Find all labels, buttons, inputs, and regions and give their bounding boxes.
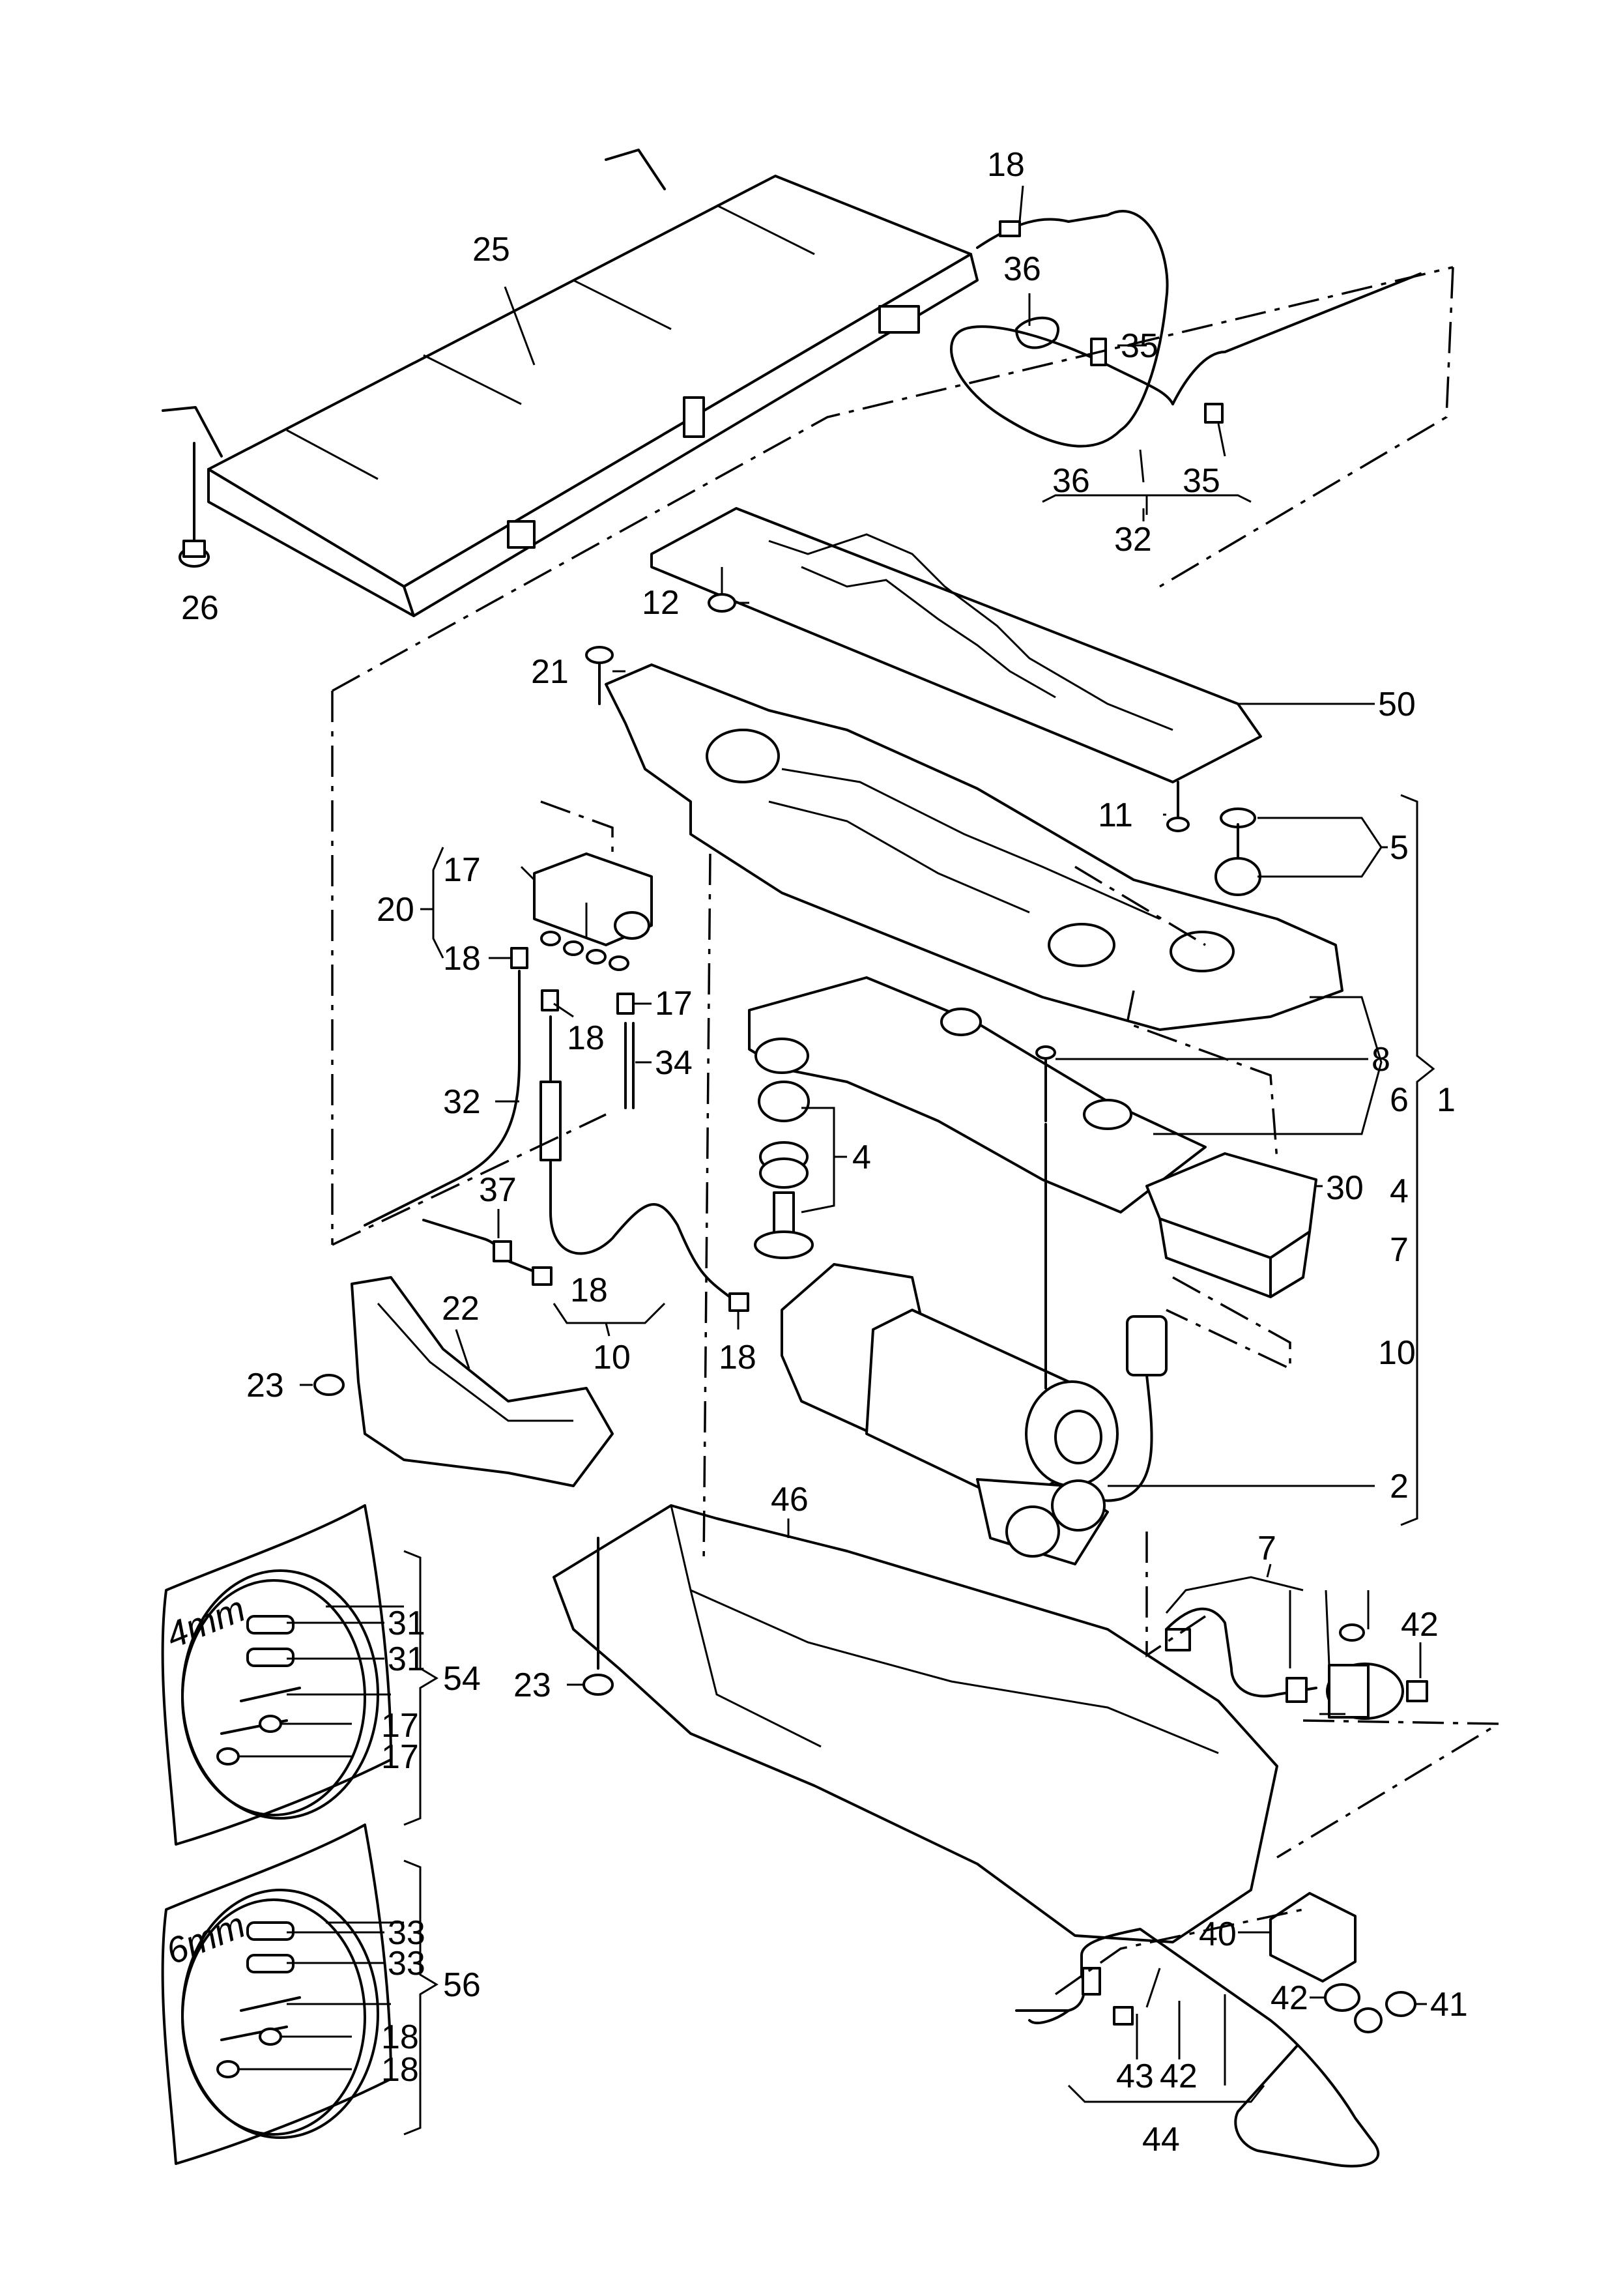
callout-18-kit-a: 18 <box>381 2018 419 2056</box>
part-6-mounting-frame <box>605 663 1343 1031</box>
callout-36-top: 36 <box>1003 250 1041 288</box>
part-56-repair-kit-6mm <box>161 1824 392 2165</box>
callout-7-right: 7 <box>1390 1231 1409 1269</box>
part-42-41-fittings <box>1324 1983 1416 2033</box>
callout-54: 54 <box>443 1660 481 1698</box>
leader-lines <box>238 185 1435 2136</box>
callout-46: 46 <box>771 1481 809 1519</box>
callout-18-comp: 18 <box>719 1339 756 1376</box>
callout-37: 37 <box>479 1171 517 1209</box>
callout-25: 25 <box>472 231 510 269</box>
line-assembly-32-top <box>950 210 1422 448</box>
callout-40: 40 <box>1199 1915 1237 1953</box>
callout-34: 34 <box>655 1044 693 1082</box>
part-22-heat-shield <box>351 1276 614 1487</box>
line-10-compressor <box>549 1015 731 1298</box>
callout-18-top: 18 <box>987 146 1025 184</box>
callout-33-b: 33 <box>388 1945 425 1983</box>
part-23-nut-top <box>313 1374 345 1396</box>
callout-41: 41 <box>1430 1986 1468 2024</box>
part-30-control-unit <box>1145 1152 1317 1298</box>
line-10-sleeve <box>539 1081 562 1161</box>
part-11-bolt <box>1166 781 1190 832</box>
callout-18-mid: 18 <box>567 1019 605 1057</box>
callout-31-b: 31 <box>388 1640 425 1678</box>
callout-18-kit-b: 18 <box>381 2051 419 2089</box>
callout-22: 22 <box>442 1290 480 1328</box>
callout-42-bracket: 42 <box>1160 2057 1198 2095</box>
part-2-compressor <box>781 1123 1119 1565</box>
callout-8: 8 <box>1372 1041 1390 1079</box>
callout-18-valve: 18 <box>443 940 481 978</box>
callout-10-left: 10 <box>593 1339 631 1376</box>
callout-21: 21 <box>531 653 569 691</box>
part-50-cover-plate <box>650 507 1262 783</box>
part-44-intake-line <box>1015 1928 1380 2168</box>
callout-5: 5 <box>1390 829 1409 867</box>
part-46-underbody-shield <box>553 1504 1278 1943</box>
part-37-sensor <box>422 1219 553 1286</box>
callout-32-top: 32 <box>1114 521 1152 559</box>
callout-35-top: 35 <box>1121 327 1158 365</box>
line-32-left <box>364 970 521 1227</box>
callout-17-valve: 17 <box>443 851 481 889</box>
callout-56: 56 <box>443 1966 481 2004</box>
part-7-hose-and-filter <box>1165 1607 1428 1720</box>
assembly-boundary-lines <box>331 266 1503 1996</box>
callout-30: 30 <box>1326 1169 1364 1207</box>
part-8-lower-bracket <box>748 976 1207 1213</box>
callout-12: 12 <box>642 584 680 622</box>
callout-11: 11 <box>1098 796 1133 834</box>
callout-1: 1 <box>1437 1081 1456 1119</box>
part-20-valve-block <box>533 852 653 971</box>
callout-35-bottom: 35 <box>1183 462 1220 500</box>
part-40-filter-housing <box>1269 1892 1357 1983</box>
part-54-repair-kit-4mm <box>161 1504 392 1846</box>
callout-2: 2 <box>1390 1468 1409 1505</box>
callout-10-right: 10 <box>1378 1334 1416 1372</box>
callout-17-right: 17 <box>655 985 693 1023</box>
callout-7-low: 7 <box>1257 1530 1276 1567</box>
part-23-nut-bottom <box>582 1537 614 1696</box>
part-25-air-reservoir <box>162 149 979 617</box>
callout-36-bottom: 36 <box>1052 462 1090 500</box>
part-5-mount <box>1214 807 1261 896</box>
callout-33-a: 33 <box>388 1914 425 1952</box>
callout-31-a: 31 <box>388 1605 425 1642</box>
callout-44: 44 <box>1142 2121 1180 2158</box>
callout-4-mid: 4 <box>852 1139 871 1176</box>
part-26-bolt <box>179 442 210 568</box>
callout-42-filter: 42 <box>1271 1979 1308 2017</box>
callout-50: 50 <box>1378 686 1416 723</box>
part-21-bolt <box>585 646 614 705</box>
callout-23-bottom: 23 <box>513 1666 551 1704</box>
callout-43: 43 <box>1116 2057 1154 2095</box>
callout-4-right: 4 <box>1390 1172 1409 1210</box>
callout-18-line: 18 <box>570 1272 608 1309</box>
callout-17-kit-b: 17 <box>381 1738 419 1776</box>
part-12-nut <box>708 567 736 613</box>
callout-17-kit-a: 17 <box>381 1707 419 1745</box>
valve-fittings-18-17 <box>510 947 635 1109</box>
bracket-32-top <box>1042 494 1252 515</box>
part-18-compressor-fitting <box>728 1292 749 1312</box>
callout-42-low: 42 <box>1401 1606 1439 1644</box>
callout-6: 6 <box>1390 1081 1409 1119</box>
callout-32-left: 32 <box>443 1083 481 1121</box>
callout-26: 26 <box>181 589 219 627</box>
callout-20: 20 <box>377 891 414 929</box>
callout-23-top: 23 <box>246 1367 284 1404</box>
part-4-rubber-mount <box>754 1081 814 1259</box>
